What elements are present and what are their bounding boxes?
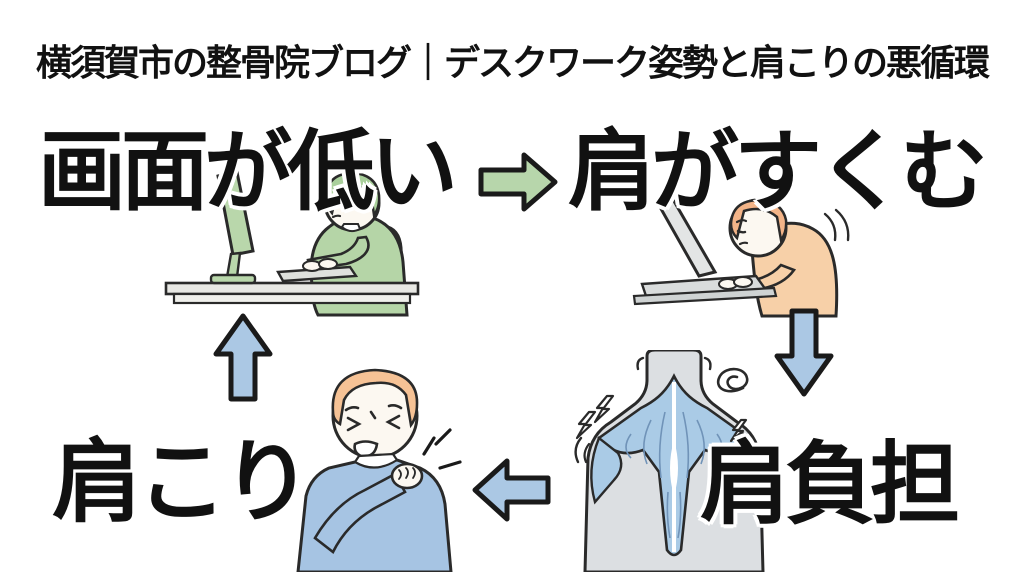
hair-tuft xyxy=(703,356,712,371)
motion-line-icon xyxy=(583,442,591,464)
illustration-person-at-desk xyxy=(160,165,435,317)
motion-line-icon xyxy=(574,436,583,464)
stage-label-shoulders-hunch: 肩がすくむ xyxy=(568,122,988,221)
spine-leaf xyxy=(670,440,678,496)
pain-lines-icon xyxy=(422,428,462,470)
stage-label-shoulder-stiffness: 肩こり xyxy=(52,433,312,533)
arrow-left-strain-to-stiffness xyxy=(471,453,551,527)
page-title: 横須賀市の整骨院ブログ｜デスクワーク姿勢と肩こりの悪循環 xyxy=(35,42,990,83)
illustration-person-at-laptop xyxy=(622,188,862,320)
up-arrow-icon xyxy=(213,313,273,402)
pain-person-hair xyxy=(331,368,419,429)
worker-hand xyxy=(318,258,338,270)
motion-line-icon xyxy=(823,212,837,242)
person-at-desk-icon xyxy=(164,170,420,317)
worker-mouth xyxy=(331,214,342,219)
illustration-person-shoulder-pain xyxy=(293,352,473,572)
laptop-base xyxy=(632,286,778,306)
hair-tuft xyxy=(636,356,645,371)
arrow-down-hunch-to-strain xyxy=(772,308,836,398)
worker-ear xyxy=(358,201,370,213)
arrow-up-stiffness-to-screen-low xyxy=(211,312,275,402)
laptop-user-hair xyxy=(729,198,788,244)
laptop-user-eyebrow xyxy=(735,219,748,224)
motion-line-icon xyxy=(834,208,850,242)
pain-person-sweater xyxy=(296,458,453,572)
right-arrow-icon xyxy=(478,152,558,212)
worker-eye xyxy=(331,202,342,207)
pain-bolt-icon xyxy=(575,394,748,443)
left-arrow-icon xyxy=(472,458,551,522)
down-arrow-icon xyxy=(774,308,834,397)
laptop-user-mouth xyxy=(738,241,749,246)
laptop-user-hand xyxy=(733,276,753,288)
worker-hair xyxy=(324,171,381,219)
laptop-user-eye xyxy=(736,229,747,234)
person-at-laptop-icon xyxy=(632,194,850,318)
desk-top xyxy=(164,281,420,296)
deltoid-muscle xyxy=(590,436,623,505)
worker-eyebrow xyxy=(330,193,343,198)
grimace-mouth xyxy=(353,440,379,458)
shoulder-muscles-icon xyxy=(574,350,765,572)
stage-label-screen-low: 画面が低い xyxy=(38,122,458,221)
illustration-shoulder-muscles xyxy=(573,350,773,572)
arrow-right-screen-low-to-hunch xyxy=(478,150,558,214)
monitor-screen xyxy=(216,170,255,257)
muscle-fibers xyxy=(625,411,723,539)
monitor-stand xyxy=(225,251,242,279)
pain-person-fist xyxy=(390,462,424,490)
deltoid-muscle xyxy=(725,436,758,505)
stage-label-shoulder-strain: 肩負担 xyxy=(700,435,960,535)
monitor-base xyxy=(209,273,257,285)
grimace-eyes xyxy=(344,404,403,432)
desk-edge xyxy=(172,292,412,305)
person-shoulder-pain-icon xyxy=(296,368,462,572)
pain-person-collar xyxy=(353,452,399,469)
laptop-screen xyxy=(653,194,718,278)
worker-collar xyxy=(340,223,362,233)
dizzy-spiral-icon xyxy=(717,367,749,393)
